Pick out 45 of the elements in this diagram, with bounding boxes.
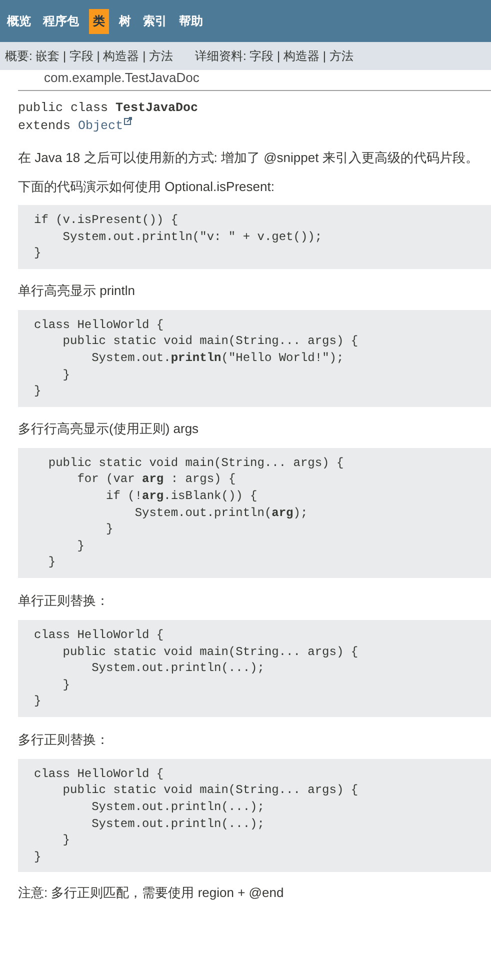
code-line: class HelloWorld { [34,766,164,782]
code-line: for (var arg : args) { [76,471,236,488]
paragraph: 在 Java 18 之后可以使用新的方式: 增加了 @snippet 来引入更高级的代码片段。 [18,149,480,166]
code-line: if (!arg.isBlank()) { [105,488,258,505]
code-line: } [47,554,56,571]
paragraph: 多行行高亮显示(使用正则) args [18,420,200,437]
code-line: } [76,538,84,554]
code-line: } [34,848,42,866]
nav-link: 程序包 [42,12,80,30]
code-line: class HelloWorld { [34,316,164,334]
code-line: System.out.println(...); [90,816,264,832]
nav-link: 索引 [142,12,168,30]
code-line: System.out.println("Hello World!"); [90,350,344,367]
code-line: } [34,245,42,262]
code-line: System.out.println(arg); [134,504,308,522]
code-line: } [34,383,42,400]
code-line: } [62,366,70,384]
code-line: System.out.println("v: " + v.get()); [62,228,322,246]
sub-nav-links: 概要: 嵌套 | 字段 | 构造器 | 方法 [5,48,174,64]
code-line: System.out.println(...); [90,799,264,816]
code-line: } [105,521,114,538]
extends-keyword: extends [18,119,71,133]
paragraph: 单行正则替换： [18,592,110,609]
object-link: Object [78,119,124,133]
paragraph: 多行正则替换： [18,730,110,748]
paragraph: 下面的代码演示如何使用 Optional.isPresent: [18,178,276,195]
nav-link: 树 [118,12,132,30]
code-line: System.out.println(...); [90,660,264,677]
code-line: } [34,693,42,710]
sub-nav-links: 详细资料: 字段 | 构造器 | 方法 [195,48,354,64]
nav-link: 帮助 [178,12,204,30]
code-line: public static void main(String... args) { [62,644,358,660]
code-line: public static void main(String... args) { [47,454,344,472]
paragraph: 单行高亮显示 println [18,282,136,299]
code-line: class HelloWorld { [34,626,164,644]
class-declaration: public class TestJavaDoc [18,100,198,117]
code-line: if (v.isPresent()) { [34,212,178,229]
nav-link: 概览 [6,12,32,30]
paragraph: 注意: 多行正则匹配，需要使用 region + @end [18,884,285,902]
active-nav-tab: 类 [89,8,109,34]
package-name: com.example.TestJavaDoc [43,70,200,85]
code-line: } [62,676,70,694]
code-line: public static void main(String... args) { [62,333,358,350]
code-line: public static void main(String... args) { [62,782,358,800]
code-line: } [62,832,70,849]
